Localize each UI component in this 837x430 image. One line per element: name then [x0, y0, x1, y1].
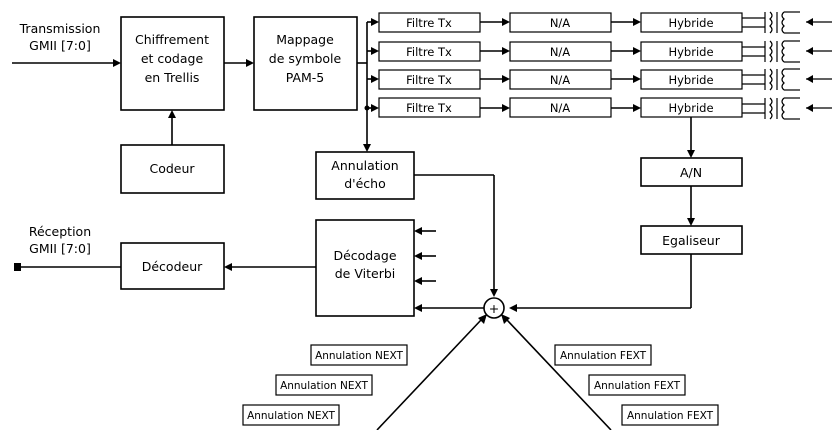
reception-gmii-label: GMII [7:0]: [29, 241, 91, 256]
an-block: A/N: [640, 157, 743, 187]
egaliseur-block: Egaliseur: [640, 225, 743, 255]
annulation-next-label: Annulation NEXT: [280, 380, 368, 392]
na-label: N/A: [550, 101, 570, 115]
viterbi-block: Décodage de Viterbi: [315, 219, 415, 317]
chiffrement-line2: et codage: [141, 51, 204, 66]
codeur-label: Codeur: [149, 161, 195, 176]
annulation-fext-labels: Annulation FEXT Annulation FEXT Annulati…: [554, 344, 719, 426]
hybride-label: Hybride: [668, 73, 713, 87]
codeur-block: Codeur: [120, 144, 225, 194]
summing-node: +: [483, 297, 505, 319]
egaliseur-label: Egaliseur: [662, 233, 721, 248]
na-label: N/A: [550, 16, 570, 30]
transmission-label: Transmission: [19, 21, 101, 36]
receive-wires: [14, 117, 695, 430]
transformer-group: [742, 11, 832, 120]
filtre-tx-label: Filtre Tx: [406, 45, 452, 59]
channel-row-4: Filtre Tx N/A Hybride: [378, 97, 743, 118]
mappage-line3: PAM-5: [286, 70, 325, 85]
sum-symbol: +: [489, 301, 499, 316]
decodeur-block: Décodeur: [120, 242, 225, 290]
hybride-label: Hybride: [668, 45, 713, 59]
filtre-tx-label: Filtre Tx: [406, 16, 452, 30]
annulation-echo-line2: d'écho: [344, 176, 386, 191]
annulation-echo-line1: Annulation: [331, 158, 398, 173]
mappage-line2: de symbole: [269, 51, 342, 66]
chiffrement-line1: Chiffrement: [135, 32, 209, 47]
channel-row-2: Filtre Tx N/A Hybride: [378, 41, 743, 62]
chiffrement-block: Chiffrement et codage en Trellis: [120, 16, 225, 111]
reception-label: Réception: [29, 224, 91, 239]
mappage-line1: Mappage: [276, 32, 334, 47]
transmit-wires: [12, 18, 379, 152]
row-wires: [480, 18, 641, 112]
na-label: N/A: [550, 45, 570, 59]
an-label: A/N: [680, 165, 702, 180]
filtre-tx-label: Filtre Tx: [406, 101, 452, 115]
annulation-fext-label: Annulation FEXT: [560, 350, 647, 362]
annulation-next-label: Annulation NEXT: [315, 350, 403, 362]
annulation-fext-label: Annulation FEXT: [627, 410, 714, 422]
mappage-block: Mappage de symbole PAM-5: [253, 16, 358, 111]
annulation-next-label: Annulation NEXT: [247, 410, 335, 422]
channel-row-1: Filtre Tx N/A Hybride: [378, 12, 743, 33]
annulation-echo-block: Annulation d'écho: [315, 151, 415, 200]
annulation-fext-label: Annulation FEXT: [594, 380, 681, 392]
channel-row-3: Filtre Tx N/A Hybride: [378, 69, 743, 90]
filtre-tx-label: Filtre Tx: [406, 73, 452, 87]
decodeur-label: Décodeur: [142, 259, 203, 274]
hybride-label: Hybride: [668, 101, 713, 115]
viterbi-line1: Décodage: [333, 248, 396, 263]
transmission-gmii-label: GMII [7:0]: [29, 38, 91, 53]
na-label: N/A: [550, 73, 570, 87]
annulation-next-labels: Annulation NEXT Annulation NEXT Annulati…: [242, 344, 408, 426]
chiffrement-line3: en Trellis: [145, 70, 200, 85]
hybride-label: Hybride: [668, 16, 713, 30]
viterbi-line2: de Viterbi: [335, 266, 396, 281]
